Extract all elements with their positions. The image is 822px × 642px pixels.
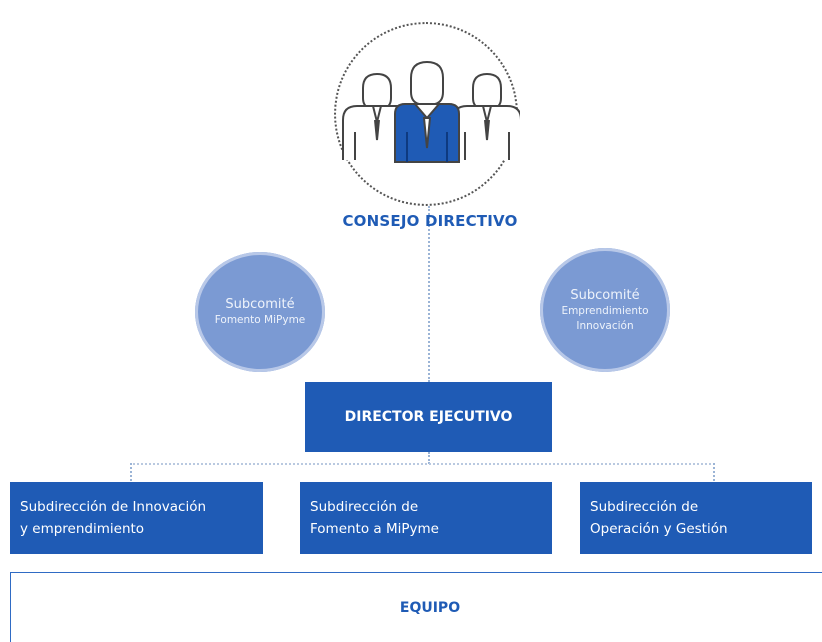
- director-label: DIRECTOR EJECUTIVO: [344, 409, 513, 425]
- subdirection-line1: Subdirección de Innovación: [20, 499, 207, 515]
- subdirection-line2: Operación y Gestión: [590, 521, 728, 537]
- subdirection-innovacion: Subdirección de Innovación y emprendimie…: [10, 482, 263, 554]
- subdirection-line2: Fomento a MiPyme: [310, 521, 439, 537]
- subdirection-operacion: Subdirección de Operación y Gestión: [580, 482, 812, 554]
- subcommittee-emprendimiento-circle: Subcomité Emprendimiento Innovación: [540, 248, 670, 372]
- subdirection-line1: Subdirección de: [590, 499, 699, 515]
- connector-subdir-right: [713, 463, 715, 481]
- subdirection-fomento: Subdirección de Fomento a MiPyme: [300, 482, 552, 554]
- team-box: [10, 572, 822, 642]
- board-title: CONSEJO DIRECTIVO: [342, 212, 518, 230]
- subdirection-line1: Subdirección de: [310, 499, 419, 515]
- subcommittee-subtitle: Fomento MiPyme: [214, 314, 306, 326]
- team-label: EQUIPO: [399, 600, 461, 616]
- subcommittee-subtitle-line2: Innovación: [576, 319, 634, 332]
- connector-board-director: [428, 206, 430, 382]
- board-members-icon: [342, 60, 520, 163]
- subcommittee-subtitle-line1: Emprendimiento: [561, 304, 649, 317]
- subcommittee-title: Subcomité: [570, 287, 640, 303]
- subdirection-line2: y emprendimiento: [20, 521, 145, 537]
- subcommittee-fomento-circle: Subcomité Fomento MiPyme: [195, 252, 325, 372]
- director-box: DIRECTOR EJECUTIVO: [305, 382, 552, 452]
- connector-subdir-left: [130, 463, 132, 481]
- connector-director-subdirs: [428, 452, 430, 464]
- connector-subdirs-horizontal: [130, 463, 715, 465]
- subcommittee-title: Subcomité: [225, 297, 295, 312]
